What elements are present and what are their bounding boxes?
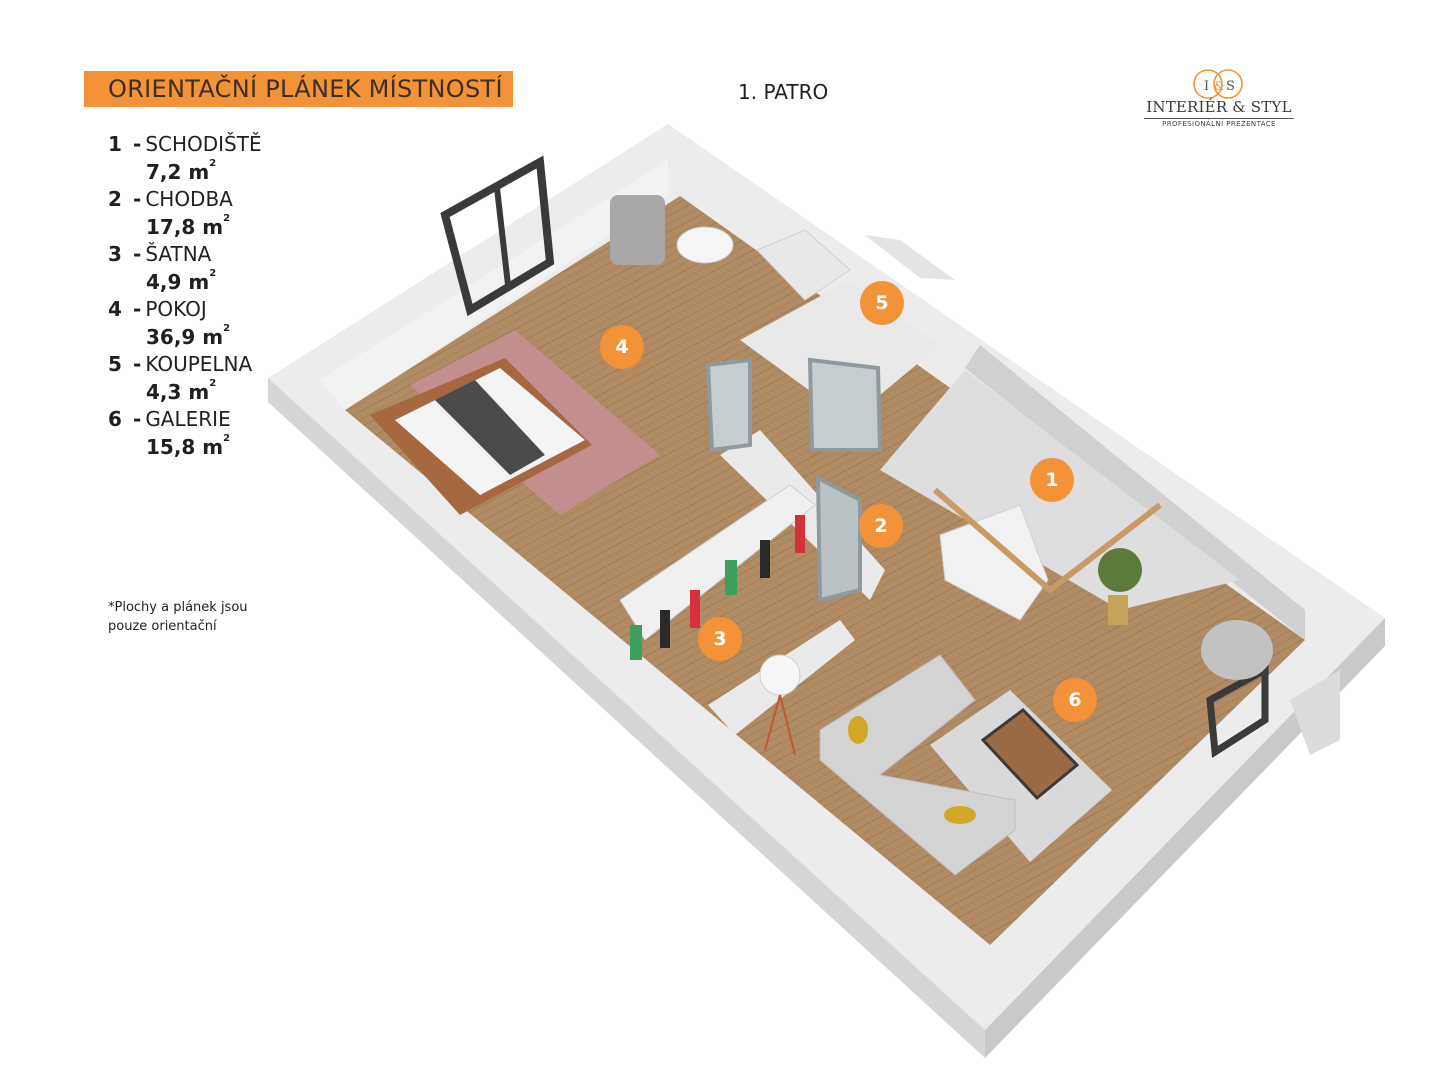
outer-wall-side-left: [268, 378, 985, 1058]
footnote-line: *Plochy a plánek jsou: [108, 600, 248, 615]
room-marker-3: 3: [698, 617, 742, 661]
legend-name: -CHODBA: [133, 187, 233, 211]
logo: I & S INTERIÉR & STYL PROFESIONÁLNÍ PREZ…: [1140, 66, 1300, 136]
legend-name: -POKOJ: [133, 297, 207, 321]
logo-name: INTERIÉR & STYL: [1146, 98, 1292, 116]
legend-name: -KOUPELNA: [133, 352, 253, 376]
legend-area: 4,9 m2: [146, 268, 217, 294]
legend-number: 2: [108, 187, 122, 211]
legend-area: 4,3 m2: [146, 378, 217, 404]
legend-number: 1: [108, 132, 122, 156]
armchair: [610, 195, 665, 265]
title-banner: ORIENTAČNÍ PLÁNEK MÍSTNOSTÍ: [84, 71, 513, 107]
svg-text:S: S: [1226, 79, 1235, 94]
legend-name: -SCHODIŠTĚ: [133, 132, 262, 156]
door-left: [705, 357, 752, 453]
outer-wall-side-right: [985, 618, 1385, 1058]
outer-wall-corner: [1290, 670, 1340, 755]
dresser: [756, 229, 851, 301]
footnote-line: pouze orientační: [108, 619, 217, 634]
svg-text:&: &: [1214, 79, 1225, 93]
floor-lamp: [759, 654, 801, 696]
bed-blanket: [435, 380, 545, 475]
logo-subtitle: PROFESIONÁLNÍ PREZENTACE: [1162, 120, 1276, 128]
page-title: ORIENTAČNÍ PLÁNEK MÍSTNOSTÍ: [108, 75, 503, 103]
door-bath: [807, 357, 883, 452]
legend-area: 15,8 m2: [146, 433, 231, 459]
back-wall-left: [320, 160, 668, 410]
legend-number: 4: [108, 297, 122, 321]
window-frame: [440, 155, 555, 317]
sideboard: [939, 504, 1049, 621]
window-right: [1206, 664, 1269, 759]
legend-name: -GALERIE: [133, 407, 231, 431]
legend-number: 6: [108, 407, 122, 431]
floor-label: 1. PATRO: [738, 80, 829, 104]
room-marker-1: 1: [1030, 458, 1074, 502]
legend-number: 3: [108, 242, 122, 266]
legend-number: 5: [108, 352, 122, 376]
logo-divider: [1144, 118, 1294, 119]
room-marker-2: 2: [859, 504, 903, 548]
side-table: [676, 226, 734, 264]
svg-text:I: I: [1204, 79, 1209, 94]
room-marker-5: 5: [860, 281, 904, 325]
legend-area: 7,2 m2: [146, 158, 217, 184]
stair-railing: [933, 487, 1162, 594]
door-closet: [815, 474, 862, 603]
room-marker-6: 6: [1053, 678, 1097, 722]
legend-area: 17,8 m2: [146, 213, 231, 239]
skylight: [865, 235, 955, 280]
logo-rings-icon: I & S: [1193, 69, 1243, 99]
room-marker-4: 4: [600, 325, 644, 369]
legend-area: 36,9 m2: [146, 323, 231, 349]
footnote: *Plochy a plánek jsou pouze orientační: [108, 598, 248, 636]
beanbag: [1201, 620, 1273, 680]
legend-name: -ŠATNA: [133, 242, 212, 266]
plant: [1098, 548, 1142, 592]
coffee-table: [980, 708, 1080, 801]
